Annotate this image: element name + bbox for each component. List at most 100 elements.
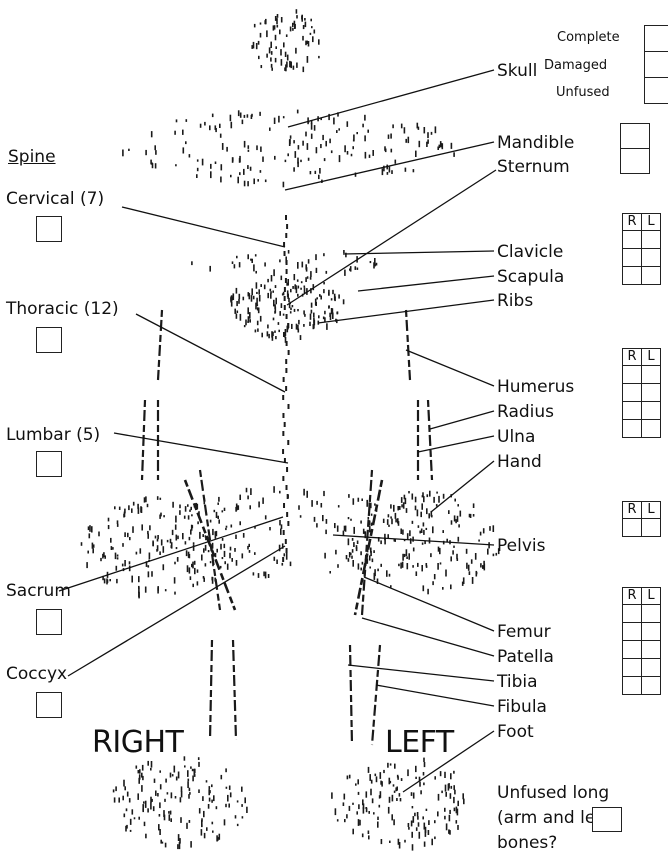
sternum-checkbox[interactable]: [620, 148, 650, 174]
skull-damaged-checkbox[interactable]: [644, 51, 668, 78]
left-foot-bone-stipple: [331, 757, 465, 851]
ribs-right-cell[interactable]: [622, 266, 642, 285]
patella-left-cell[interactable]: [641, 622, 661, 641]
ribs-left-cell[interactable]: [641, 266, 661, 285]
left-radius-bone-stroke: [426, 399, 434, 481]
vertebra-mark: [283, 287, 286, 292]
clavicle-right-cell[interactable]: [622, 230, 642, 249]
skull-top-bone-stipple: [251, 9, 320, 73]
vertebra-mark: [283, 242, 286, 247]
unfused-long-line3: bones?: [497, 833, 558, 853]
foot-label: Foot: [497, 722, 534, 742]
foot-right-cell[interactable]: [622, 676, 642, 695]
tibia-left-cell[interactable]: [641, 640, 661, 659]
sternum-label: Sternum: [497, 157, 570, 177]
pelvis-left-cell[interactable]: [641, 518, 661, 537]
hand-left-cell[interactable]: [641, 419, 661, 438]
thoracic-checkbox[interactable]: [36, 327, 62, 353]
vertebra-mark: [285, 548, 288, 553]
coccyx-checkbox[interactable]: [36, 692, 62, 718]
clavicle-left-cell[interactable]: [641, 230, 661, 249]
vertebra-mark: [282, 377, 285, 382]
grid-header-right: R: [622, 348, 642, 366]
grid-header-left: L: [641, 348, 661, 366]
right-tibia-bone-stroke: [208, 639, 214, 741]
femur-left-cell[interactable]: [641, 604, 661, 623]
humerus-label: Humerus: [497, 377, 575, 397]
ulna-leader-line: [417, 435, 495, 453]
ribcage-bone-stipple: [230, 274, 345, 343]
coccyx-label: Coccyx: [6, 664, 68, 684]
vertebra-mark: [284, 539, 287, 544]
foot-left-cell[interactable]: [641, 676, 661, 695]
unfused-long-line2: (arm and leg): [497, 808, 613, 828]
vertebra-mark: [287, 350, 290, 355]
vertebra-mark: [282, 413, 285, 418]
femur-right-cell[interactable]: [622, 604, 642, 623]
skull-unfused-checkbox[interactable]: [644, 77, 668, 104]
sacrum-label: Sacrum: [6, 581, 71, 601]
thoracic-label: Thoracic (12): [6, 299, 119, 319]
ulna-right-cell[interactable]: [622, 401, 642, 420]
radius-leader-line: [429, 410, 495, 430]
coccyx-leader-line: [67, 545, 286, 677]
grid-header-left: L: [641, 501, 661, 519]
vertebra-mark: [287, 404, 290, 409]
sacrum-checkbox[interactable]: [36, 609, 62, 635]
ribs-label: Ribs: [497, 291, 534, 311]
orientation-right-label: RIGHT: [92, 725, 184, 760]
fibula-leader-line: [375, 684, 495, 707]
skull-complete-checkbox[interactable]: [644, 25, 668, 52]
scapula-label: Scapula: [497, 267, 565, 287]
mandible-checkbox[interactable]: [620, 123, 650, 149]
vertebra-mark: [285, 314, 288, 319]
radius-right-cell[interactable]: [622, 383, 642, 402]
humerus-right-cell[interactable]: [622, 365, 642, 384]
thoracic-leader-line: [135, 313, 286, 393]
vertebra-mark: [285, 485, 288, 490]
skull-complete-label: Complete: [557, 30, 620, 45]
vertebra-mark: [283, 503, 286, 508]
tibia-leader-line: [347, 664, 495, 682]
cervical-leader-line: [121, 206, 286, 248]
cervical-checkbox[interactable]: [36, 216, 62, 242]
fibula-left-cell[interactable]: [641, 658, 661, 677]
scapula-right-cell[interactable]: [622, 248, 642, 267]
right-hand-bone-stipple: [80, 496, 238, 599]
pelvis-leader-line: [332, 534, 495, 546]
vertebra-mark: [285, 359, 288, 364]
sacrum-leader-line: [58, 516, 284, 592]
vertebra-mark: [283, 296, 286, 301]
pelvis-right-cell[interactable]: [622, 518, 642, 537]
lumbar-checkbox[interactable]: [36, 451, 62, 477]
vertebra-mark: [283, 305, 286, 310]
grid-header-left: L: [641, 213, 661, 231]
tibia-label: Tibia: [497, 672, 538, 692]
foot-leader-line: [402, 730, 495, 793]
left-humerus-bone-stroke: [404, 309, 412, 381]
scapula-left-cell[interactable]: [641, 248, 661, 267]
unfused-long-checkbox[interactable]: [592, 807, 622, 832]
spine-heading: Spine: [8, 147, 56, 167]
patella-right-cell[interactable]: [622, 622, 642, 641]
skull-damaged-label: Damaged: [544, 58, 608, 73]
skull-base-bone-stipple: [122, 109, 455, 188]
left-hand-bone-stipple: [343, 490, 500, 595]
cervical-label: Cervical (7): [6, 189, 105, 209]
fibula-right-cell[interactable]: [622, 658, 642, 677]
sternum-leader-line: [286, 169, 497, 306]
mandible-label: Mandible: [497, 133, 575, 153]
grid-header-left: L: [641, 587, 661, 605]
humerus-left-cell[interactable]: [641, 365, 661, 384]
vertebra-mark: [282, 395, 285, 400]
right-femur-2-bone-stroke: [198, 469, 222, 611]
ulna-left-cell[interactable]: [641, 401, 661, 420]
hand-right-cell[interactable]: [622, 419, 642, 438]
vertebra-mark: [285, 269, 288, 274]
tibia-right-cell[interactable]: [622, 640, 642, 659]
right-fibula-bone-stroke: [231, 639, 238, 741]
radius-left-cell[interactable]: [641, 383, 661, 402]
